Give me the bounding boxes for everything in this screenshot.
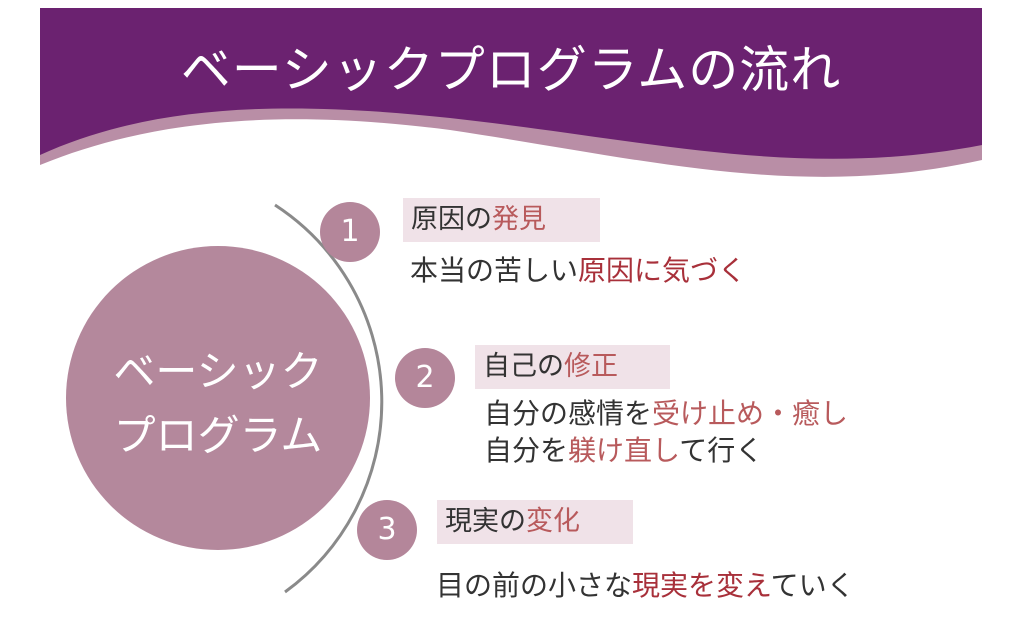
center-label: ベーシック プログラム bbox=[105, 340, 331, 468]
step-2-label: 自己の修正 bbox=[475, 345, 670, 389]
highlight-text: 受け止め・癒し bbox=[652, 397, 849, 430]
text: 本当の苦しい bbox=[410, 254, 579, 287]
label-text: 自己の bbox=[483, 351, 564, 382]
center-label-line2: プログラム bbox=[113, 411, 323, 460]
step-3-description: 目の前の小さな現実を変えていく bbox=[436, 567, 855, 604]
step-2-description: 自分の感情を受け止め・癒し 自分を躾け直して行く bbox=[484, 395, 848, 469]
step-2-number: 2 bbox=[395, 348, 455, 408]
header-banner bbox=[40, 8, 982, 159]
text: ていく bbox=[770, 569, 855, 602]
step-3-label: 現実の変化 bbox=[437, 500, 633, 544]
label-text: 原因の bbox=[411, 204, 492, 235]
step-3-number: 3 bbox=[357, 500, 417, 560]
step-1-number: 1 bbox=[320, 202, 380, 262]
label-highlight: 修正 bbox=[564, 351, 618, 382]
highlight-text: 原因に気づく bbox=[578, 254, 747, 287]
center-circle bbox=[66, 246, 370, 550]
text: 自分の感情を bbox=[484, 397, 653, 430]
step-1-label: 原因の発見 bbox=[403, 198, 600, 242]
step-1-description: 本当の苦しい原因に気づく bbox=[410, 252, 746, 289]
text: 自分を bbox=[484, 434, 569, 467]
page-title: ベーシックプログラムの流れ bbox=[180, 41, 842, 99]
text: て行く bbox=[679, 434, 764, 467]
center-label-line1: ベーシック bbox=[113, 347, 323, 396]
highlight-text: 躾け直し bbox=[568, 434, 680, 467]
highlight-text: 現実を変え bbox=[632, 569, 771, 602]
label-highlight: 発見 bbox=[492, 204, 546, 235]
text: 目の前の小さな bbox=[436, 569, 633, 602]
label-text: 現実の bbox=[445, 506, 526, 537]
label-highlight: 変化 bbox=[526, 506, 580, 537]
